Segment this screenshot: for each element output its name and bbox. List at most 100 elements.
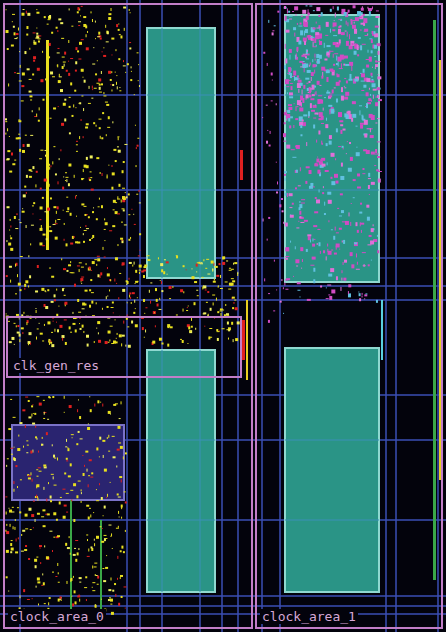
cell-mark xyxy=(107,267,108,269)
cell-mark xyxy=(313,65,317,67)
cell-mark xyxy=(307,234,311,236)
cell-mark xyxy=(29,169,32,171)
cell-mark xyxy=(71,272,74,273)
cell-mark xyxy=(22,211,25,213)
cell-mark xyxy=(136,194,138,195)
cell-mark xyxy=(67,447,68,448)
cell-mark xyxy=(306,249,308,252)
cell-mark xyxy=(64,239,65,241)
cell-mark xyxy=(127,63,129,65)
cell-mark xyxy=(349,142,351,144)
cell-mark xyxy=(99,87,101,90)
cell-mark xyxy=(63,268,66,270)
cell-mark xyxy=(102,528,103,529)
cell-mark xyxy=(48,19,51,20)
cell-mark xyxy=(28,477,31,479)
cell-mark xyxy=(107,174,108,177)
cell-mark xyxy=(331,229,333,230)
cell-mark xyxy=(17,37,18,38)
cell-mark xyxy=(289,19,292,20)
cell-mark xyxy=(123,7,126,9)
cell-mark xyxy=(102,173,103,176)
cell-mark xyxy=(292,157,296,158)
cell-mark xyxy=(367,33,368,35)
cell-mark xyxy=(79,269,80,272)
cell-mark xyxy=(91,292,94,293)
cell-mark xyxy=(100,272,102,275)
cell-mark xyxy=(72,323,75,325)
cell-mark xyxy=(26,26,28,29)
cell-mark xyxy=(97,576,99,579)
cell-mark xyxy=(133,312,135,314)
cell-mark xyxy=(317,243,318,245)
cell-mark xyxy=(366,150,370,154)
cell-mark xyxy=(101,137,103,139)
cell-mark xyxy=(124,586,127,587)
cell-mark xyxy=(116,24,118,27)
cell-mark xyxy=(66,243,68,246)
cell-mark xyxy=(203,313,205,314)
cell-mark xyxy=(317,157,318,158)
cell-mark xyxy=(332,70,335,75)
cell-mark xyxy=(31,225,34,226)
cell-mark xyxy=(100,275,101,278)
cell-mark xyxy=(98,332,99,334)
cell-mark xyxy=(356,253,357,257)
cell-mark xyxy=(216,329,218,331)
cell-mark xyxy=(63,516,66,519)
cell-mark xyxy=(19,318,20,319)
cell-mark xyxy=(38,467,41,468)
cell-mark xyxy=(24,284,26,287)
cell-mark xyxy=(82,308,85,309)
cell-mark xyxy=(109,230,112,231)
cell-mark xyxy=(11,337,14,340)
cell-mark xyxy=(310,103,312,108)
cell-mark xyxy=(357,54,359,56)
cell-mark xyxy=(110,79,112,81)
cell-mark xyxy=(130,237,131,239)
cell-mark xyxy=(57,219,60,220)
cell-mark xyxy=(147,255,150,256)
cell-mark xyxy=(326,298,329,299)
cell-mark xyxy=(203,285,206,288)
cell-mark xyxy=(93,207,94,208)
cell-mark xyxy=(191,318,192,321)
cell-mark xyxy=(313,225,317,227)
cell-mark xyxy=(86,157,88,160)
cell-mark xyxy=(119,476,122,478)
cell-mark xyxy=(78,25,80,26)
cell-mark xyxy=(114,279,115,282)
cell-mark xyxy=(74,284,76,287)
cell-mark xyxy=(373,89,377,91)
cell-mark xyxy=(7,458,9,459)
placed-cells xyxy=(5,5,382,615)
cell-mark xyxy=(187,307,188,308)
cell-mark xyxy=(96,536,99,539)
cell-mark xyxy=(287,73,289,74)
cell-mark xyxy=(299,116,303,121)
cell-mark xyxy=(40,79,43,82)
cell-mark xyxy=(334,20,335,21)
cell-mark xyxy=(24,549,27,551)
cell-mark xyxy=(22,150,25,153)
cell-mark xyxy=(338,146,341,147)
cell-mark xyxy=(113,312,114,313)
cell-mark xyxy=(125,452,127,454)
cell-mark xyxy=(85,225,86,227)
cell-mark xyxy=(116,75,117,76)
cell-mark xyxy=(108,331,111,334)
cell-mark xyxy=(36,33,38,35)
cell-mark xyxy=(55,576,57,577)
cell-mark xyxy=(108,525,111,526)
cell-mark xyxy=(360,123,364,125)
cell-mark xyxy=(364,298,365,299)
cell-mark xyxy=(48,482,49,484)
cell-mark xyxy=(316,159,319,163)
cell-mark xyxy=(77,50,79,52)
cell-mark xyxy=(64,319,67,320)
cell-mark xyxy=(115,403,118,404)
cell-mark xyxy=(287,193,288,197)
cell-mark xyxy=(363,69,365,73)
cell-mark xyxy=(309,6,312,7)
cell-mark xyxy=(81,6,83,7)
